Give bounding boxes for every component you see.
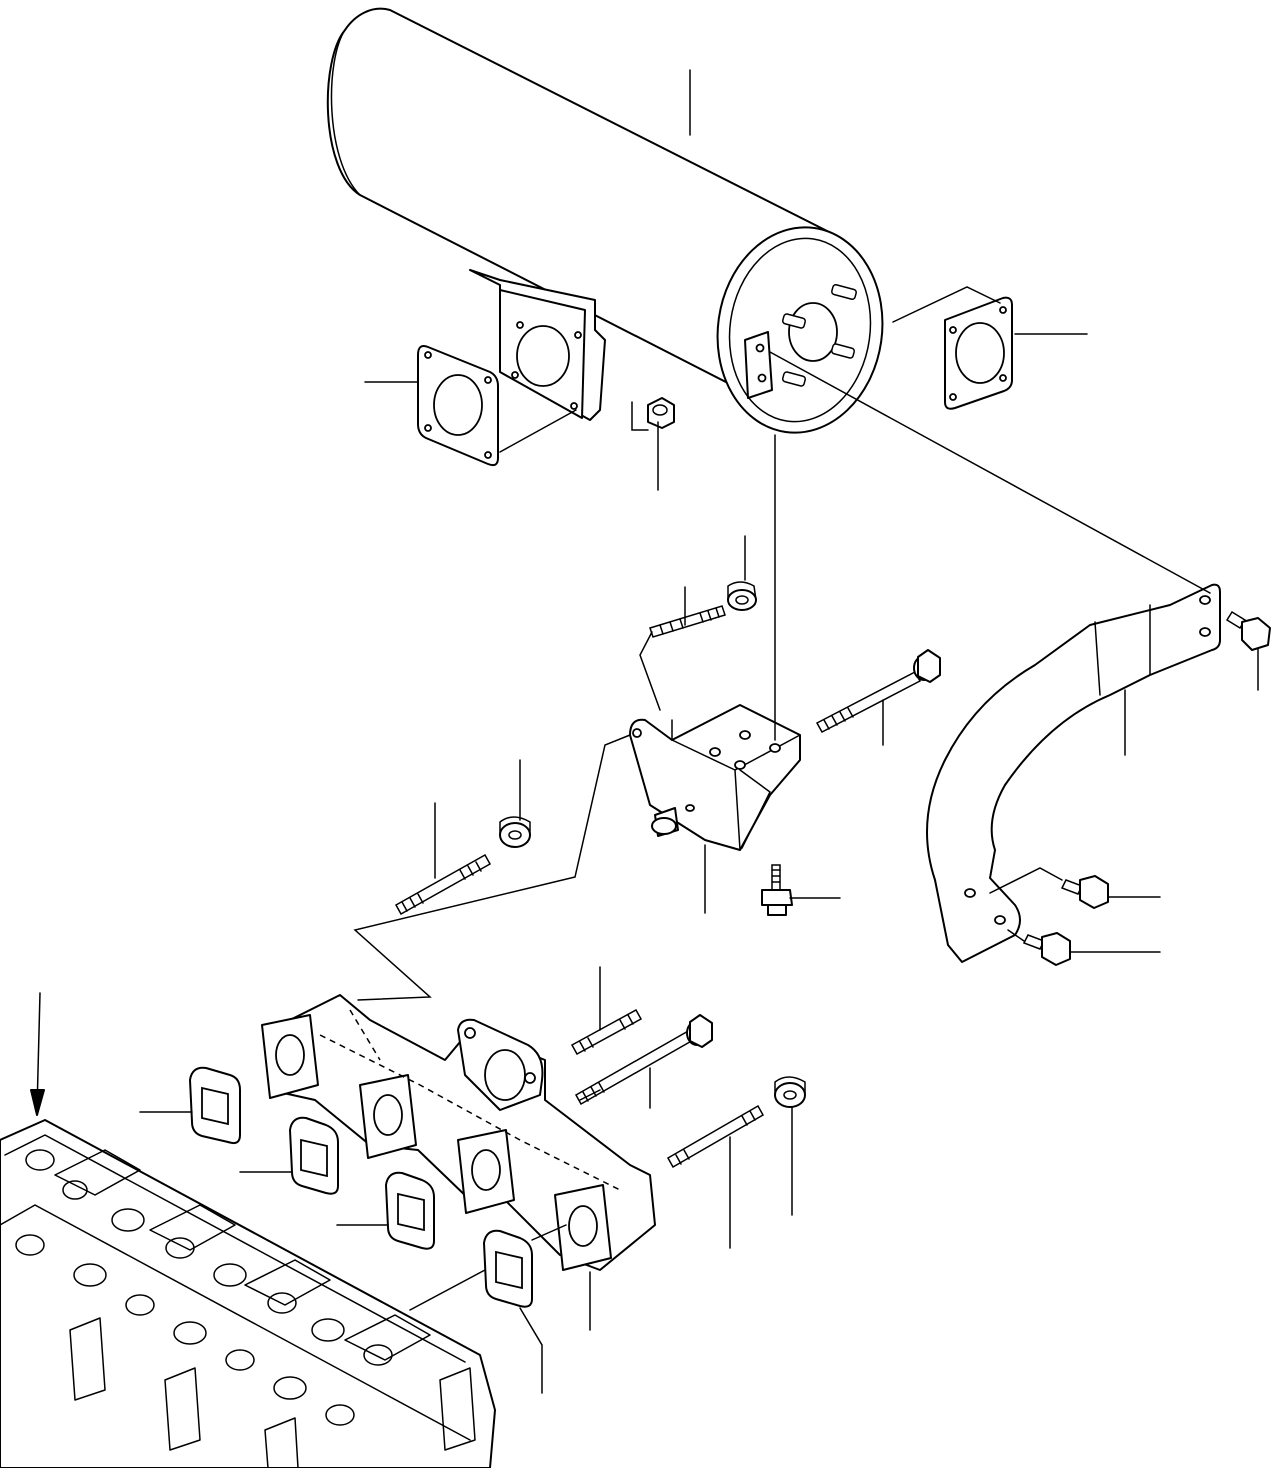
bracket-nut	[499, 816, 531, 848]
bracket-bolt-long	[815, 649, 941, 734]
stay-bolt-middle	[1060, 875, 1109, 909]
cylinder-head	[0, 1119, 496, 1469]
manifold-bolt	[574, 1014, 713, 1106]
bracket-flange-bolt	[761, 864, 793, 916]
manifold-stud	[570, 1008, 765, 1169]
muffler-bracket	[629, 704, 801, 851]
muffler	[326, 7, 884, 434]
support-stay	[926, 583, 1221, 963]
muffler-nut	[647, 397, 675, 429]
bracket-nut	[727, 581, 757, 611]
leader-lines	[30, 69, 1259, 1394]
manifold-gasket	[189, 1066, 533, 1308]
muffler-inlet-gasket	[417, 345, 499, 467]
bracket-stud	[649, 605, 726, 638]
stay-bolt-lower	[1022, 932, 1071, 966]
manifold-stud	[394, 853, 492, 916]
stay-bolt-top	[1225, 610, 1271, 651]
manifold-nut	[774, 1076, 806, 1108]
exhaust-manifold	[261, 994, 656, 1271]
muffler-outlet-gasket	[944, 296, 1013, 410]
